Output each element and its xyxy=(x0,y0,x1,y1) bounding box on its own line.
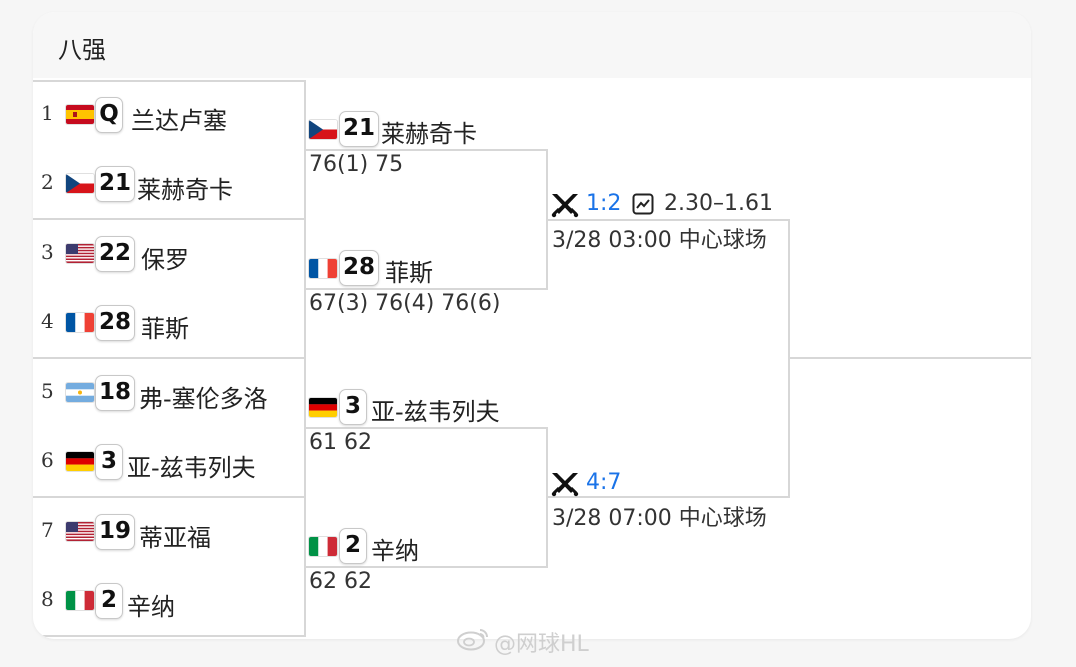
bracket-line xyxy=(790,357,1031,359)
seed-row[interactable]: 6 3 亚-兹韦列夫 xyxy=(33,439,305,487)
player-name: 莱赫奇卡 xyxy=(381,120,477,148)
head-to-head[interactable]: 4:7 xyxy=(586,470,622,495)
qf-winner[interactable]: 2 辛纳 xyxy=(307,526,545,566)
match-score: 62 62 xyxy=(309,569,372,594)
match-score: 76(1) 75 xyxy=(309,152,404,177)
germany-flag-icon xyxy=(66,452,94,471)
player-name: 菲斯 xyxy=(385,259,433,287)
seed-badge: 2 xyxy=(339,528,367,564)
trend-chart-icon xyxy=(632,193,654,219)
player-name: 菲斯 xyxy=(141,315,189,343)
card-header: 八强 xyxy=(33,12,1031,78)
seed-badge: 22 xyxy=(95,236,136,272)
match-schedule: 3/28 07:00 中心球场 xyxy=(552,506,767,531)
divider xyxy=(304,80,306,637)
seed-row[interactable]: 2 21 莱赫奇卡 xyxy=(33,161,305,209)
player-name: 弗-塞伦多洛 xyxy=(139,385,268,413)
sf-matchup-info[interactable]: 4:7 xyxy=(550,470,788,498)
seed-badge: 3 xyxy=(95,444,123,480)
position-number: 4 xyxy=(41,309,54,333)
seed-badge: 19 xyxy=(95,514,136,550)
seed-column xyxy=(33,80,305,639)
position-number: 1 xyxy=(41,101,54,125)
divider xyxy=(33,357,305,359)
divider xyxy=(33,218,305,220)
france-flag-icon xyxy=(309,259,337,278)
player-name: 辛纳 xyxy=(127,593,175,621)
position-number: 7 xyxy=(41,518,54,542)
italy-flag-icon xyxy=(66,591,94,610)
player-name: 莱赫奇卡 xyxy=(137,176,233,204)
bracket-line xyxy=(788,219,790,498)
qf-winner[interactable]: 28 菲斯 xyxy=(307,248,545,288)
bracket-line xyxy=(548,496,789,498)
bracket-line xyxy=(306,427,547,429)
position-number: 3 xyxy=(41,240,54,264)
seed-badge: Q xyxy=(95,97,123,133)
czech-flag-icon xyxy=(309,120,337,139)
qf-winner[interactable]: 21 莱赫奇卡 xyxy=(307,109,545,149)
watermark: @网球HL xyxy=(456,626,589,658)
watermark-text: @网球HL xyxy=(494,632,589,657)
bracket-card: 八强 1 Q 兰达卢塞 2 21 莱赫奇卡 3 xyxy=(33,12,1031,639)
position-number: 2 xyxy=(41,170,54,194)
spain-flag-icon xyxy=(66,105,94,124)
seed-row[interactable]: 4 28 菲斯 xyxy=(33,300,305,348)
seed-badge: 21 xyxy=(95,166,136,202)
crossed-swords-icon xyxy=(550,192,580,222)
seed-row[interactable]: 1 Q 兰达卢塞 xyxy=(33,92,305,140)
argentina-flag-icon xyxy=(66,383,94,402)
betting-odds[interactable]: 2.30–1.61 xyxy=(664,191,773,216)
bracket-line xyxy=(306,288,547,290)
position-number: 6 xyxy=(41,448,54,472)
player-name: 亚-兹韦列夫 xyxy=(127,454,256,482)
germany-flag-icon xyxy=(309,398,337,417)
usa-flag-icon xyxy=(66,244,94,263)
divider xyxy=(33,80,305,82)
player-name: 保罗 xyxy=(141,246,189,274)
player-name: 兰达卢塞 xyxy=(131,107,227,135)
position-number: 8 xyxy=(41,587,54,611)
italy-flag-icon xyxy=(309,537,337,556)
match-score: 61 62 xyxy=(309,430,372,455)
crossed-swords-icon xyxy=(550,471,580,501)
page-title: 八强 xyxy=(58,36,106,64)
bracket-line xyxy=(306,149,547,151)
bracket-line xyxy=(306,566,547,568)
qf-winner[interactable]: 3 亚-兹韦列夫 xyxy=(307,387,545,427)
seed-row[interactable]: 3 22 保罗 xyxy=(33,231,305,279)
seed-badge: 21 xyxy=(339,111,380,147)
bracket-line xyxy=(546,427,548,568)
czech-flag-icon xyxy=(66,174,94,193)
player-name: 蒂亚福 xyxy=(139,524,211,552)
seed-row[interactable]: 7 19 蒂亚福 xyxy=(33,509,305,557)
france-flag-icon xyxy=(66,313,94,332)
head-to-head[interactable]: 1:2 xyxy=(586,191,622,216)
seed-row[interactable]: 5 18 弗-塞伦多洛 xyxy=(33,370,305,418)
divider xyxy=(33,635,305,637)
sf-matchup-info[interactable]: 1:2 2.30–1.61 xyxy=(550,191,788,219)
match-schedule: 3/28 03:00 中心球场 xyxy=(552,228,767,253)
seed-badge: 18 xyxy=(95,375,136,411)
seed-row[interactable]: 8 2 辛纳 xyxy=(33,578,305,626)
bracket-line xyxy=(546,149,548,290)
divider xyxy=(33,496,305,498)
position-number: 5 xyxy=(41,379,54,403)
usa-flag-icon xyxy=(66,522,94,541)
seed-badge: 28 xyxy=(339,250,380,286)
seed-badge: 3 xyxy=(339,389,367,425)
bracket-line xyxy=(548,219,789,221)
seed-badge: 28 xyxy=(95,305,136,341)
player-name: 辛纳 xyxy=(371,537,419,565)
seed-badge: 2 xyxy=(95,583,123,619)
weibo-icon xyxy=(456,627,490,657)
match-score: 67(3) 76(4) 76(6) xyxy=(309,291,501,316)
player-name: 亚-兹韦列夫 xyxy=(371,398,500,426)
